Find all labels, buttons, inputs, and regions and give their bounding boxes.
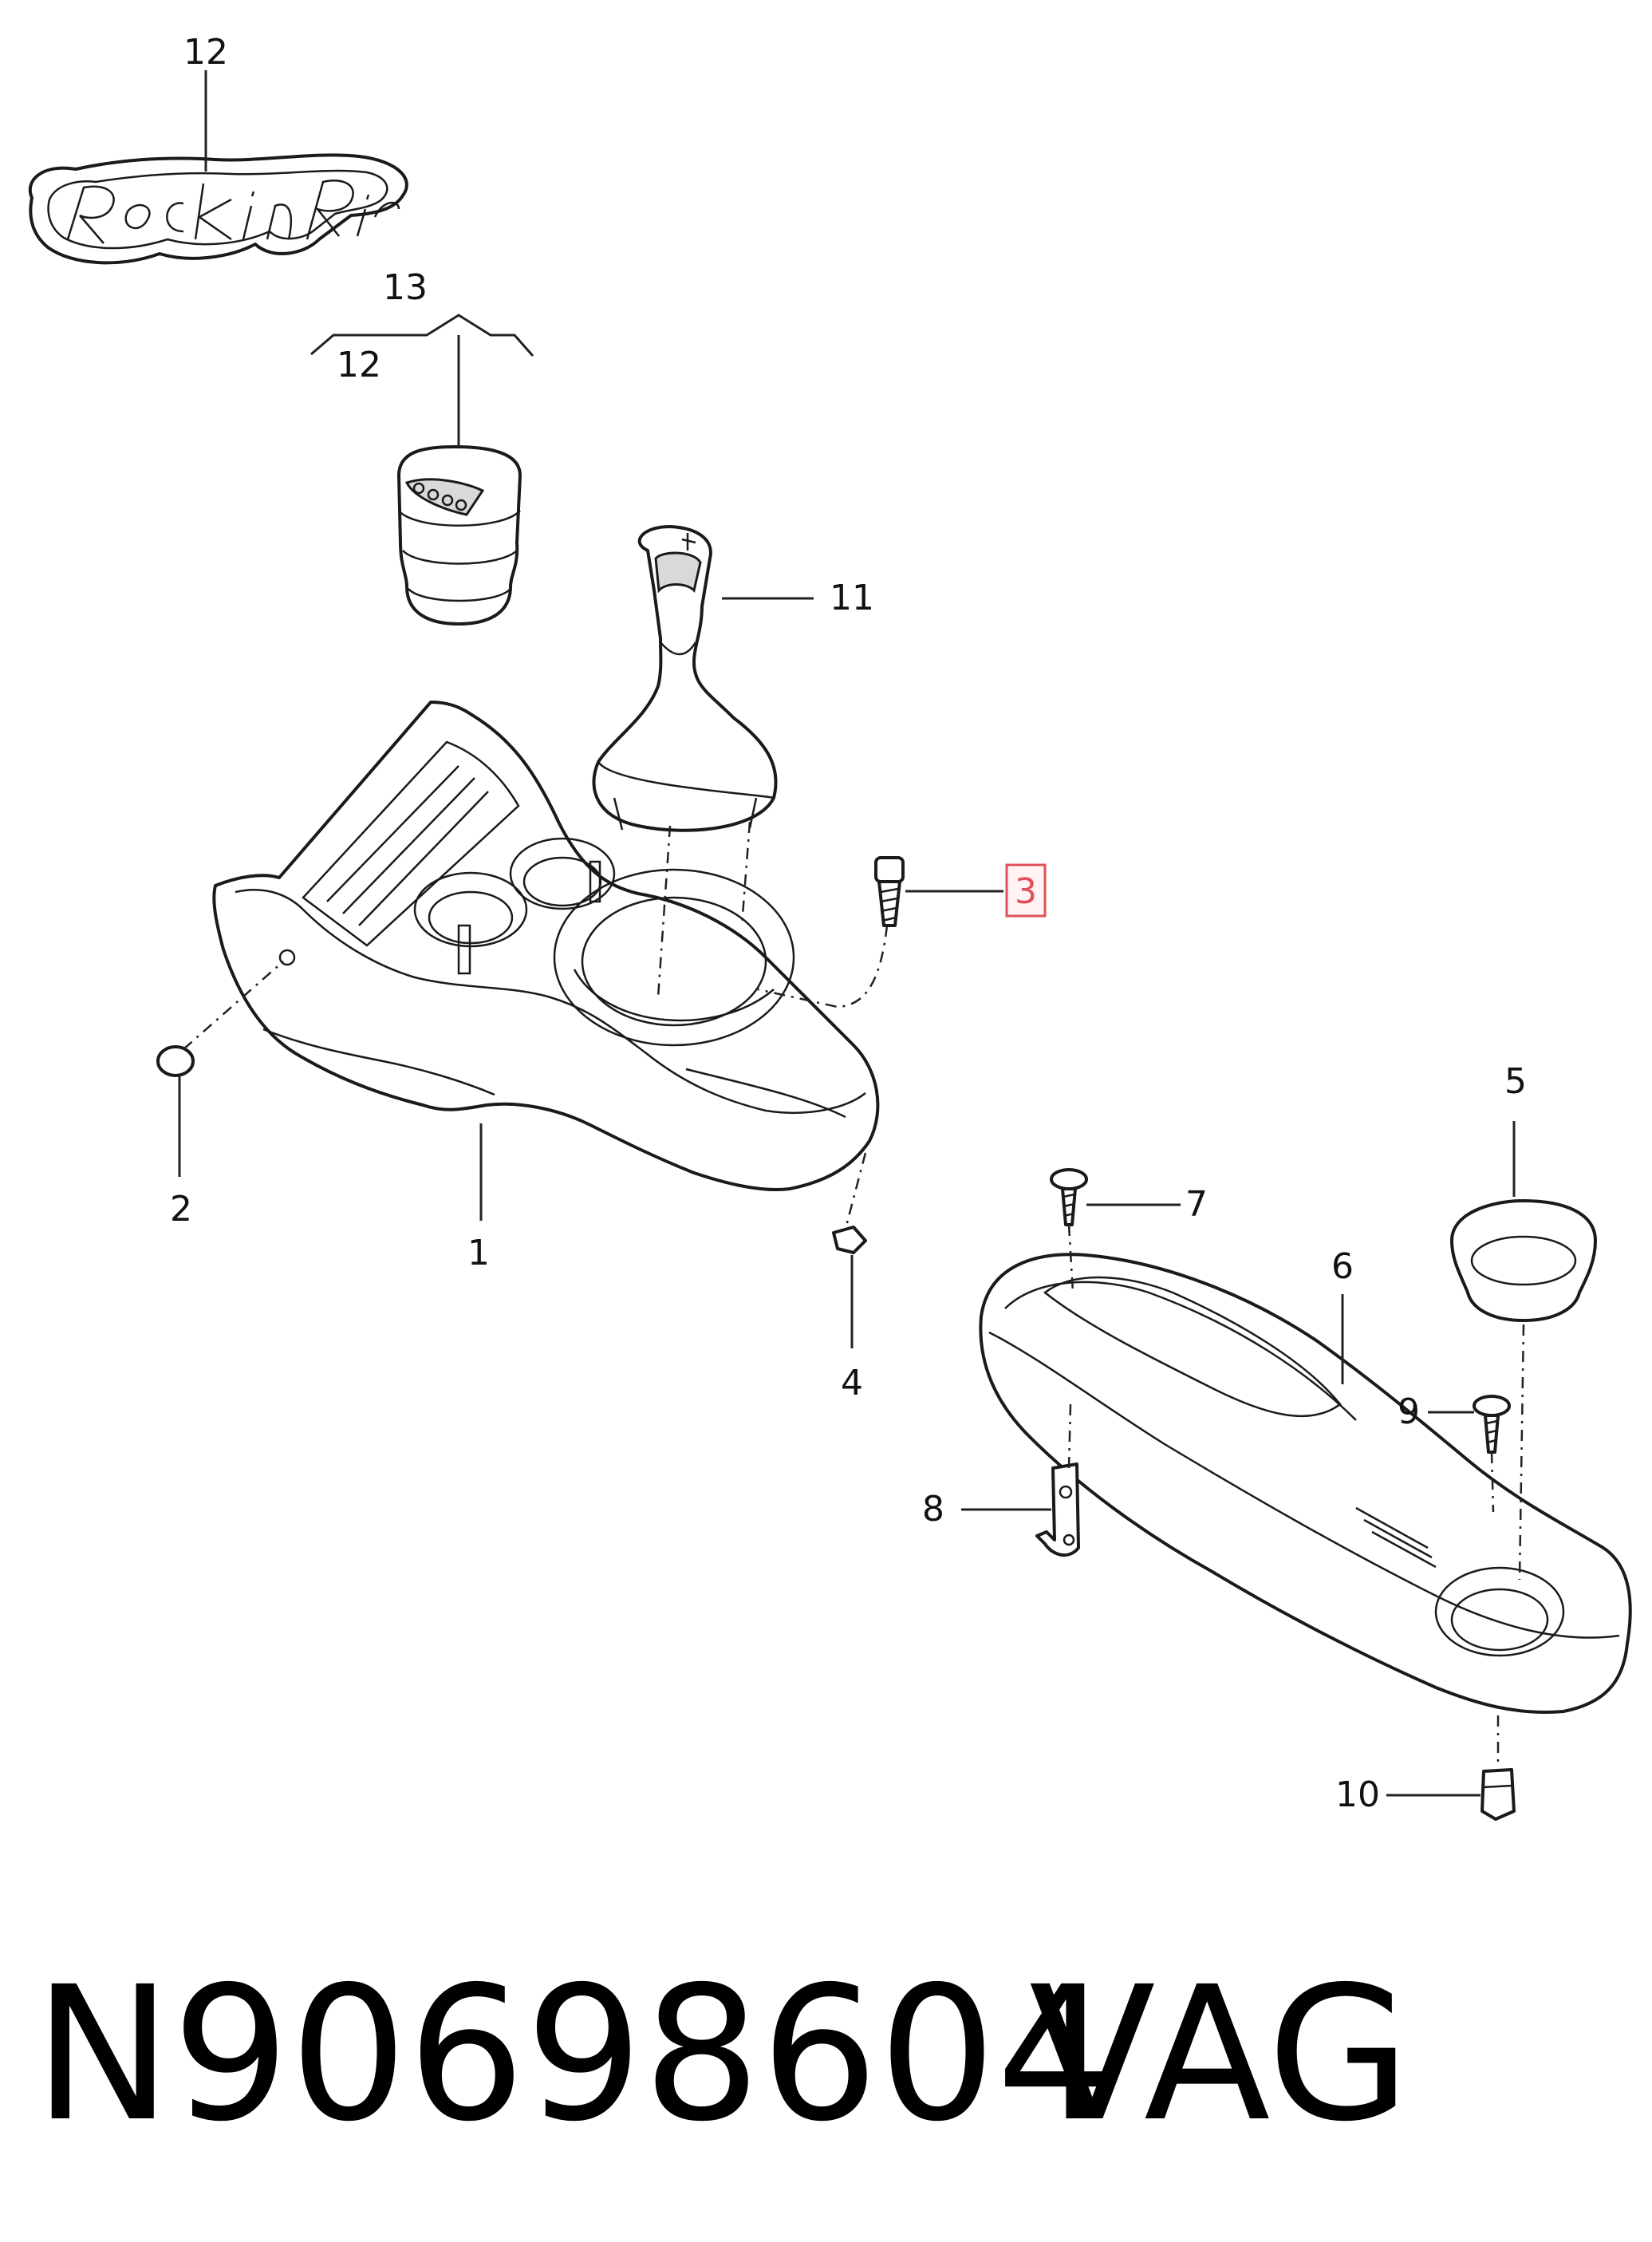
center-console bbox=[212, 701, 880, 1191]
callout-4: 4 bbox=[841, 1363, 863, 1403]
leader-lines bbox=[178, 70, 1516, 1797]
callout-2: 2 bbox=[170, 1189, 192, 1230]
callout-8: 8 bbox=[922, 1489, 944, 1530]
callout-3: 3 bbox=[1015, 871, 1037, 912]
callout-12-top: 12 bbox=[183, 32, 228, 73]
rock-in-rio-emblem bbox=[29, 153, 408, 265]
caption: N90698604 VAG bbox=[34, 1947, 1410, 2162]
cap-plug-part-2 bbox=[156, 1045, 195, 1077]
callout-7: 7 bbox=[1185, 1184, 1208, 1225]
brand-name: VAG bbox=[1029, 1947, 1410, 2162]
part-number: N90698604 bbox=[34, 1947, 1114, 2162]
clip-part-4 bbox=[832, 1226, 867, 1254]
callout-12-sub: 12 bbox=[337, 345, 381, 385]
nut-part-10 bbox=[1480, 1768, 1516, 1821]
callout-11: 11 bbox=[830, 578, 874, 618]
rear-console bbox=[979, 1253, 1632, 1714]
callout-10: 10 bbox=[1335, 1774, 1380, 1815]
bolt-part-3 bbox=[874, 856, 905, 927]
screw-part-7 bbox=[1050, 1168, 1088, 1226]
callout-9: 9 bbox=[1398, 1391, 1420, 1432]
callout-13: 13 bbox=[383, 267, 428, 308]
assembly-lines bbox=[183, 821, 1525, 1767]
callout-labels: 12 13 12 11 3 2 1 4 5 7 6 9 8 10 bbox=[170, 32, 1527, 1815]
bracket-part-8 bbox=[1035, 1462, 1080, 1557]
callout-1: 1 bbox=[467, 1233, 490, 1273]
gear-lever-boot bbox=[592, 525, 778, 832]
callout-5: 5 bbox=[1504, 1061, 1527, 1102]
callout-6: 6 bbox=[1331, 1246, 1354, 1287]
callout-3-highlight[interactable]: 3 bbox=[1005, 863, 1047, 918]
shift-knob-cap bbox=[397, 445, 522, 626]
cup-insert-part-5 bbox=[1450, 1199, 1597, 1322]
screw-part-9 bbox=[1473, 1395, 1511, 1454]
